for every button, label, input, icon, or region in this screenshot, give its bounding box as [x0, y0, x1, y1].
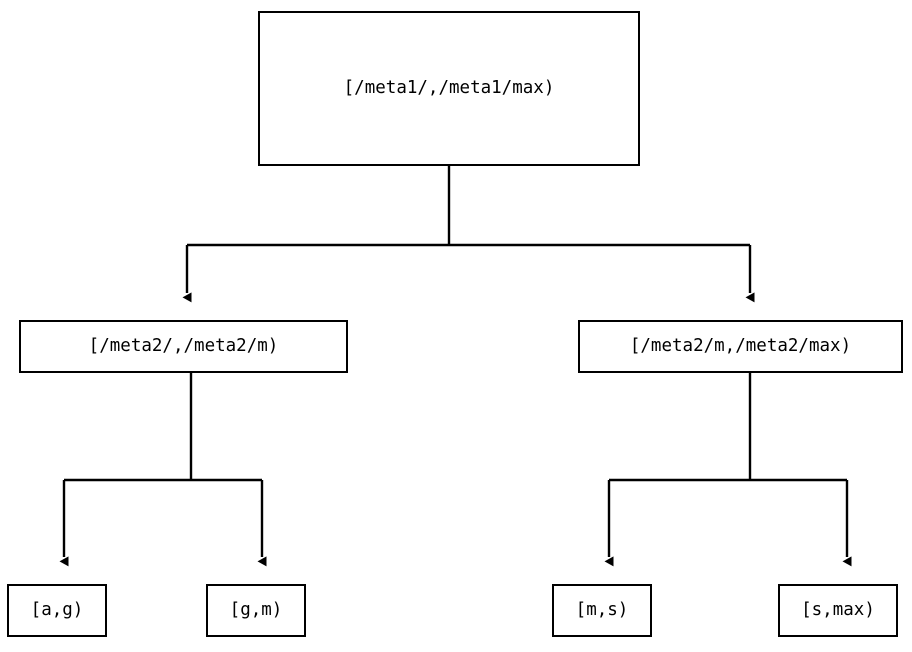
tree-node-leaf-ag[interactable]: [a,g)	[7, 584, 107, 637]
tree-node-leaf-gm[interactable]: [g,m)	[206, 584, 306, 637]
tree-node-leaf-gm-label: [g,m)	[229, 599, 283, 620]
tree-node-leaf-smax[interactable]: [s,max)	[778, 584, 898, 637]
tree-node-leaf-ms[interactable]: [m,s)	[552, 584, 652, 637]
tree-node-root-label: [/meta1/,/meta1/max)	[343, 77, 555, 98]
tree-node-leaf-ag-label: [a,g)	[30, 599, 84, 620]
edge-mid-left-to-leaves	[59, 373, 267, 567]
tree-node-leaf-ms-label: [m,s)	[575, 599, 629, 620]
edge-root-to-mid-level	[182, 166, 755, 303]
tree-node-leaf-smax-label: [s,max)	[801, 599, 875, 620]
tree-node-mid-right[interactable]: [/meta2/m,/meta2/max)	[578, 320, 903, 373]
edge-mid-right-to-leaves	[604, 373, 852, 567]
tree-node-mid-left-label: [/meta2/,/meta2/m)	[88, 335, 279, 356]
tree-node-mid-right-label: [/meta2/m,/meta2/max)	[629, 335, 852, 356]
tree-node-root[interactable]: [/meta1/,/meta1/max)	[258, 11, 640, 166]
tree-node-mid-left[interactable]: [/meta2/,/meta2/m)	[19, 320, 348, 373]
